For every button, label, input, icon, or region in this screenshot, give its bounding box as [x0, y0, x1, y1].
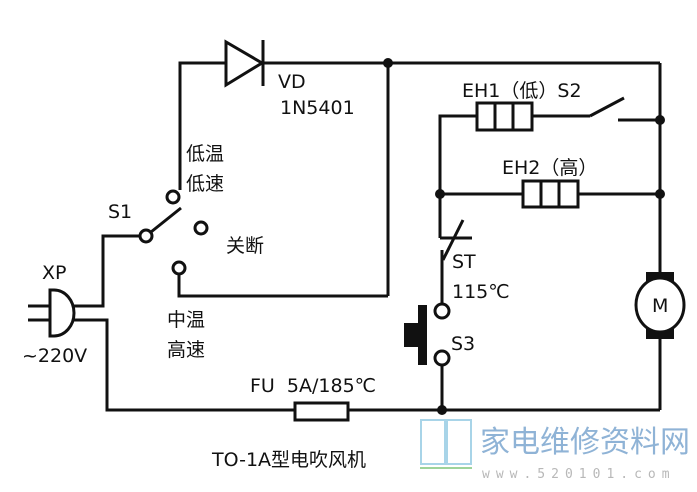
diode-label: VD: [278, 71, 306, 93]
diode-symbol: [224, 39, 265, 88]
s1-low-speed-label: 低速: [186, 173, 224, 195]
heater-eh1-symbol: [475, 101, 534, 132]
logo-url: www.520101.com: [482, 467, 676, 482]
s1-label: S1: [108, 201, 132, 223]
wires: [72, 61, 662, 412]
thermostat-temp: 115℃: [452, 281, 510, 303]
thermostat-label: ST: [452, 251, 476, 273]
site-logo: 家电维修资料网 www.520101.com: [420, 419, 690, 482]
switch-s1-symbol: [138, 189, 209, 276]
s1-off-label: 关断: [226, 235, 264, 257]
book-icon: [420, 419, 472, 469]
motor-symbol: M: [634, 272, 686, 339]
eh1-s2-label: EH1（低）S2: [462, 80, 582, 102]
logo-site-name: 家电维修资料网: [480, 425, 690, 460]
switch-s3-symbol: [404, 302, 451, 367]
fuse-symbol: [293, 401, 350, 422]
junction-dots: [383, 58, 665, 415]
motor-label: M: [652, 295, 668, 317]
s1-high-speed-label: 高速: [167, 339, 205, 361]
fuse-label: FU 5A/185℃: [250, 375, 376, 397]
diagram-title: TO-1A型电吹风机: [211, 449, 366, 471]
eh2-label: EH2（高）: [502, 157, 597, 179]
diode-model: 1N5401: [280, 97, 355, 119]
heater-eh2-symbol: [521, 179, 580, 209]
s1-mid-temp-label: 中温: [167, 309, 205, 331]
plug-symbol: [28, 288, 76, 338]
s1-low-temp-label: 低温: [186, 143, 224, 165]
voltage-label: ~220V: [22, 345, 87, 367]
plug-label: XP: [42, 262, 66, 284]
s3-label: S3: [451, 333, 475, 355]
